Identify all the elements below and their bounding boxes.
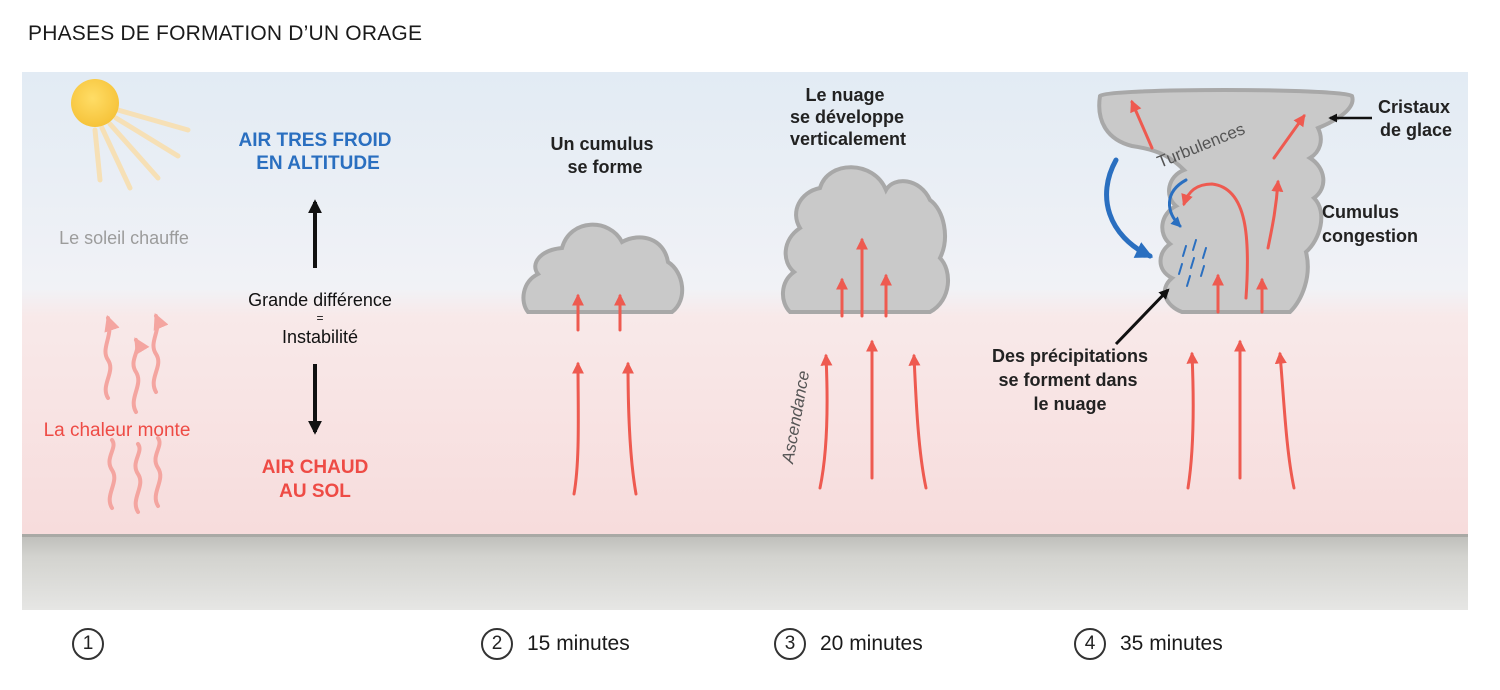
step-markers: 1 2 15 minutes 3 20 minutes 4 35 minutes: [0, 624, 1500, 668]
cold-air-label-line1: AIR TRES FROID: [238, 130, 391, 151]
phase2-caption-line2: se forme: [567, 157, 642, 177]
ground-edge: [22, 534, 1468, 537]
phase2-caption-line1: Un cumulus: [550, 134, 653, 154]
equals-sign: =: [316, 311, 323, 325]
ground: [22, 534, 1468, 610]
step-duration-label: 15 minutes: [527, 632, 630, 655]
sun-icon: [71, 79, 191, 191]
step-number-badge: 2: [481, 628, 513, 660]
precipitation-label-line2: se forment dans: [998, 370, 1137, 390]
phase3-updraft-arrows: [818, 237, 928, 490]
cold-air-label-line2: EN ALTITUDE: [256, 153, 380, 174]
step-duration-label: 20 minutes: [820, 632, 923, 655]
phase4-red-arrows: [1130, 99, 1306, 490]
ice-crystals-label-line2: de glace: [1380, 120, 1452, 140]
phase2-updraft-arrows: [572, 293, 638, 496]
phase3-caption-line2: se développe: [790, 107, 904, 127]
congestus-label-line1: Cumulus: [1322, 202, 1399, 222]
phase4-blue-arrows: [1104, 157, 1188, 259]
hot-air-label-line1: AIR CHAUD: [262, 457, 369, 478]
congestus-label-line2: congestion: [1322, 226, 1418, 246]
step-2: 2 15 minutes: [481, 628, 630, 660]
step-number-badge: 3: [774, 628, 806, 660]
precipitation-label-line3: le nuage: [1033, 394, 1106, 414]
hot-air-label-line2: AU SOL: [279, 481, 351, 502]
step-number-badge: 4: [1074, 628, 1106, 660]
step-duration-label: 35 minutes: [1120, 632, 1223, 655]
precipitation-label-line1: Des précipitations: [992, 346, 1148, 366]
phase3-caption-line3: verticalement: [790, 129, 906, 149]
step-1: 1: [72, 628, 104, 660]
heat-label: La chaleur monte: [44, 420, 191, 441]
difference-label: Grande différence: [248, 290, 392, 310]
instability-label: Instabilité: [282, 327, 358, 347]
diagram-title: PHASES DE FORMATION D’UN ORAGE: [28, 22, 423, 45]
precipitation-pointer-arrow: [1114, 288, 1170, 346]
step-number-badge: 1: [72, 628, 104, 660]
rain-drops-icon: [1178, 239, 1207, 287]
ice-crystals-label-line1: Cristaux: [1378, 97, 1450, 117]
step-4: 4 35 minutes: [1074, 628, 1223, 660]
heat-rising-arrows: [103, 313, 169, 514]
phase3-caption-line1: Le nuage: [805, 85, 884, 105]
step-3: 3 20 minutes: [774, 628, 923, 660]
cumulonimbus-cloud: [1097, 88, 1355, 314]
sun-label: Le soleil chauffe: [59, 228, 189, 248]
cumulus-cloud-small: [521, 222, 685, 314]
